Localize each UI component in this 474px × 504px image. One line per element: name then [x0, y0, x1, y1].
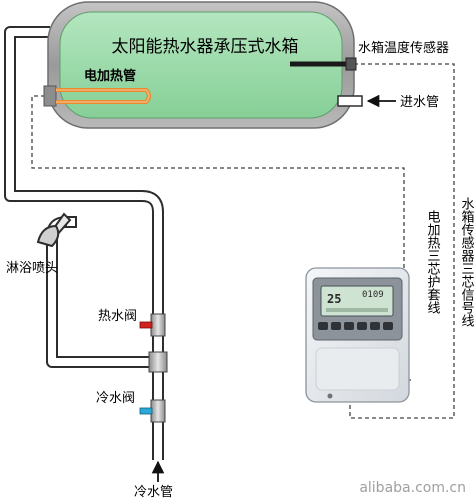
- hot-valve-label: 热水阀: [98, 309, 137, 324]
- lcd-main-value: 25: [327, 292, 341, 306]
- controller-button-4[interactable]: [357, 322, 367, 330]
- shower-pipe: [52, 222, 158, 362]
- cold-water-valve: [140, 400, 165, 422]
- tee-fitting: [149, 352, 167, 372]
- heater-label: 电加热管: [84, 68, 136, 84]
- solar-controller: 25 0109: [306, 268, 409, 402]
- shower-head-label: 淋浴喷头: [6, 261, 58, 276]
- controller-button-5[interactable]: [370, 322, 380, 330]
- cold-pipe-label: 冷水管: [134, 485, 173, 500]
- sensor-label: 水箱温度传感器: [358, 40, 449, 56]
- lcd-time-value: 0109: [362, 290, 384, 300]
- watermark: alibaba.com.cn: [359, 480, 466, 496]
- inlet-pipe: 进水管: [338, 95, 439, 110]
- tank-title: 太阳能热水器承压式水箱: [112, 37, 299, 57]
- controller-button-1[interactable]: [318, 322, 328, 330]
- cold-valve-label: 冷水阀: [96, 391, 135, 406]
- sensor-cable-label: 水箱传感器三芯信号线: [459, 197, 474, 327]
- controller-button-2[interactable]: [331, 322, 341, 330]
- hot-water-valve: [140, 314, 165, 336]
- controller-button-3[interactable]: [344, 322, 354, 330]
- inlet-label: 进水管: [400, 95, 439, 110]
- controller-button-6[interactable]: [383, 322, 393, 330]
- status-led-icon: [328, 394, 333, 399]
- heater-cable-label: 电加热三芯护套线: [425, 210, 441, 314]
